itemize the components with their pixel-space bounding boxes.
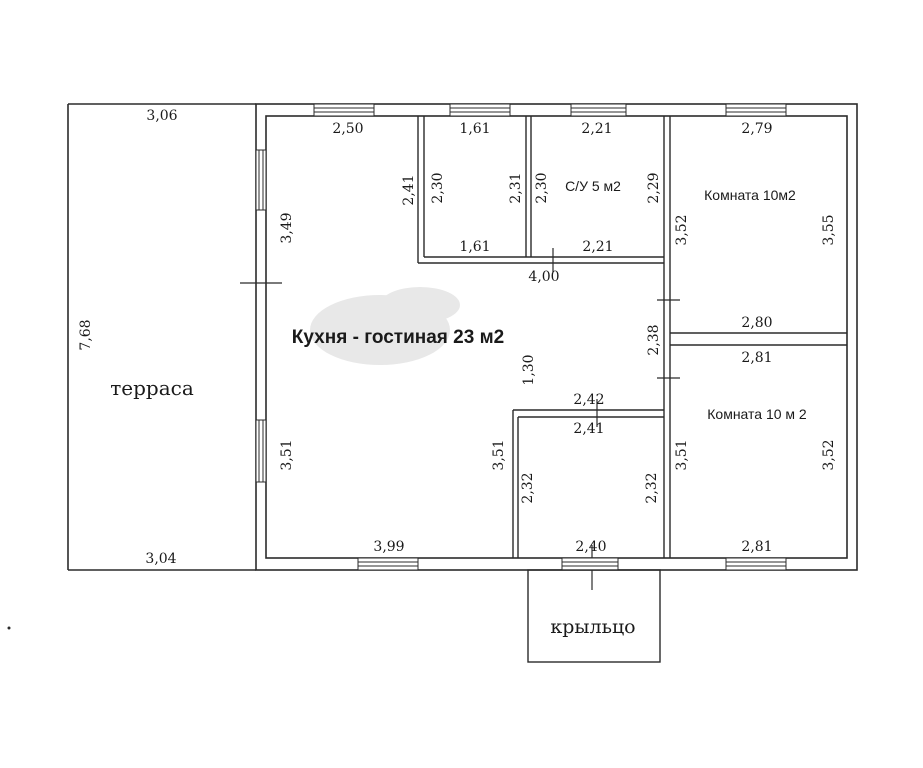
terrace-label: терраса (110, 376, 194, 400)
window-top-4 (725, 103, 787, 117)
dim-closet1-top: 1,61 (459, 121, 490, 137)
window-bottom-2 (561, 557, 619, 571)
dim-terrace-top: 3,06 (146, 108, 177, 124)
dim-room-top-bottom: 2,80 (741, 315, 772, 331)
dim-kitchen-top: 2,50 (332, 121, 363, 137)
dim-terrace-bottom: 3,04 (145, 551, 176, 567)
window-left-2 (255, 419, 267, 483)
window-top-2 (449, 103, 511, 117)
bathroom-label: С/У 5 м2 (565, 178, 621, 194)
window-left-1 (255, 149, 267, 211)
dim-wc-right: 2,29 (646, 172, 662, 203)
interior-walls (417, 116, 847, 558)
dim-hall-right: 2,38 (646, 324, 662, 355)
dim-kitchen-left-lower: 3,51 (279, 439, 295, 470)
dim-kitchen-inner-upper: 2,41 (401, 174, 417, 205)
room-bottom-label: Комната 10 м 2 (707, 406, 807, 422)
dim-room-bottom-top: 2,81 (741, 350, 772, 366)
dim-wc-bottom: 2,21 (582, 239, 613, 255)
watermark-smudge (310, 287, 460, 365)
dim-wc-left: 2,30 (534, 172, 550, 203)
room-top-label: Комната 10м2 (704, 187, 796, 203)
dim-room-top-top: 2,79 (741, 121, 772, 137)
window-bottom-3 (725, 557, 787, 571)
dim-room-top-left: 3,52 (674, 214, 690, 245)
dim-small-bottom: 2,40 (575, 539, 606, 555)
dim-room-bottom-right: 3,52 (821, 439, 837, 470)
dim-room-bottom-left: 3,51 (674, 439, 690, 470)
porch-outline (527, 569, 661, 663)
dim-closet1-left: 2,30 (430, 172, 446, 203)
porch-label: крыльцо (550, 616, 635, 638)
dim-closet1-right: 2,31 (508, 172, 524, 203)
dim-room-top-right: 3,55 (821, 214, 837, 245)
stray-dot (7, 626, 11, 630)
dim-corridor: 4,00 (528, 269, 559, 285)
window-bottom-1 (357, 557, 419, 571)
dim-small-top-inner: 2,41 (573, 421, 604, 437)
terrace-outline (67, 103, 256, 571)
windows (255, 103, 787, 571)
dim-terrace-side: 7,68 (78, 319, 94, 350)
kitchen-label: Кухня - гостиная 23 м2 (292, 327, 504, 348)
dim-kitchen-inner-lower: 3,51 (491, 439, 507, 470)
door-marks (240, 248, 680, 590)
dim-hall-left: 1,30 (521, 354, 537, 385)
dim-closet1-bottom: 1,61 (459, 239, 490, 255)
window-top-3 (570, 103, 627, 117)
window-top-1 (313, 103, 375, 117)
dim-room-bottom-bottom: 2,81 (741, 539, 772, 555)
dim-kitchen-bottom: 3,99 (373, 539, 404, 555)
dim-wc-top: 2,21 (581, 121, 612, 137)
dim-small-left: 2,32 (520, 472, 536, 503)
dim-small-top-outer: 2,42 (573, 392, 604, 408)
dim-kitchen-left-upper: 3,49 (279, 212, 295, 243)
dim-small-right: 2,32 (644, 472, 660, 503)
